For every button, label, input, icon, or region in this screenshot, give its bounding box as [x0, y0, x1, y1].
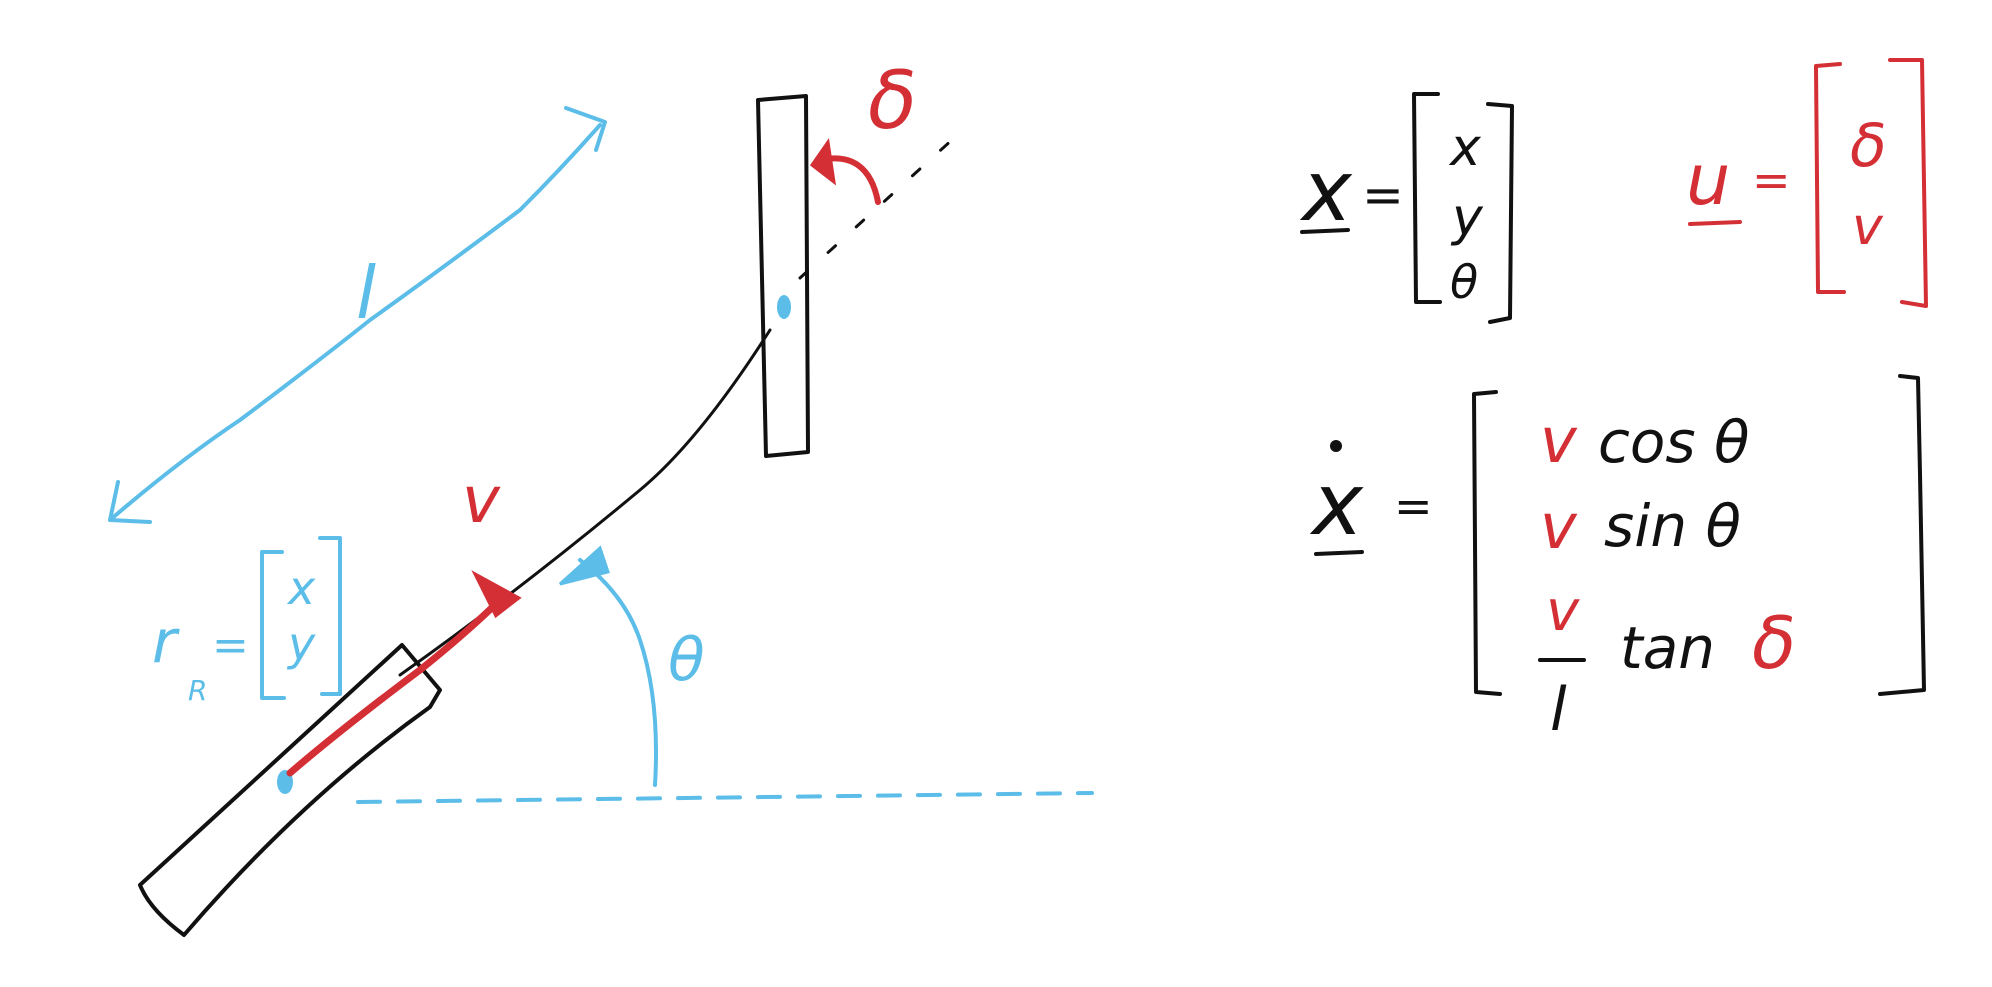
state-entry-theta: θ	[1450, 255, 1478, 309]
dynamics-lhs: x	[1309, 455, 1364, 555]
rear-vector-bracket-left	[260, 550, 286, 700]
length-dimension-line	[108, 123, 602, 522]
velocity-arrow-head	[471, 570, 522, 619]
dynamics-row3-num: v	[1546, 579, 1580, 644]
state-lhs: x	[1299, 142, 1353, 240]
rear-wheel	[138, 643, 442, 937]
input-entry-v: v	[1852, 197, 1884, 257]
front-axle-dot	[777, 295, 791, 319]
dynamics-row1-coef: v	[1540, 404, 1578, 477]
dynamics-row3-den: l	[1550, 675, 1567, 745]
theta-arrow-head	[558, 545, 610, 586]
theta-arc	[578, 558, 658, 787]
dynamics-row2-fn: sin θ	[1604, 492, 1741, 560]
steer-arrow-head	[809, 138, 837, 186]
length-label: l	[356, 251, 376, 335]
velocity-arrow-shaft	[286, 591, 509, 777]
state-bracket-left	[1412, 92, 1442, 304]
dynamics-row2-coef: v	[1540, 490, 1578, 563]
input-bracket-left	[1814, 62, 1846, 294]
input-bracket-right	[1888, 58, 1928, 308]
rear-vector-subscript: R	[188, 674, 207, 707]
rear-vector-bracket-right	[318, 536, 342, 696]
rear-vector-equals: =	[212, 620, 249, 671]
dynamics-bracket-right	[1878, 374, 1926, 696]
steer-heading-dash	[798, 126, 967, 280]
theta-label: θ	[668, 625, 705, 695]
rear-vector-entry-x: x	[286, 561, 316, 615]
state-lhs-underline	[1300, 228, 1350, 234]
chassis-line	[398, 328, 772, 677]
dynamics-dot	[1330, 440, 1342, 452]
dynamics-bracket-left	[1472, 390, 1502, 696]
length-arrow-right	[564, 106, 607, 152]
steer-label: δ	[868, 54, 917, 147]
dynamics-equals: =	[1394, 479, 1433, 533]
state-bracket-right	[1486, 102, 1514, 324]
input-lhs-underline	[1688, 220, 1742, 226]
velocity-label: v	[462, 464, 501, 538]
front-wheel	[756, 94, 810, 458]
dynamics-row3-fn: tan	[1620, 614, 1715, 682]
state-entry-y: y	[1450, 188, 1484, 248]
dynamics-lhs-underline	[1314, 550, 1364, 556]
input-equals: =	[1752, 153, 1791, 207]
horizontal-reference	[356, 791, 1094, 804]
dynamics-row3-arg: δ	[1752, 601, 1796, 685]
state-entry-x: x	[1448, 118, 1482, 178]
rear-vector-lhs: r	[152, 607, 180, 677]
input-entry-delta: δ	[1850, 111, 1887, 181]
state-equals: =	[1362, 166, 1404, 224]
length-arrow-left	[108, 480, 152, 524]
dynamics-row1-fn: cos θ	[1598, 408, 1750, 476]
rear-vector-entry-y: y	[286, 617, 316, 671]
input-lhs: u	[1686, 139, 1730, 221]
